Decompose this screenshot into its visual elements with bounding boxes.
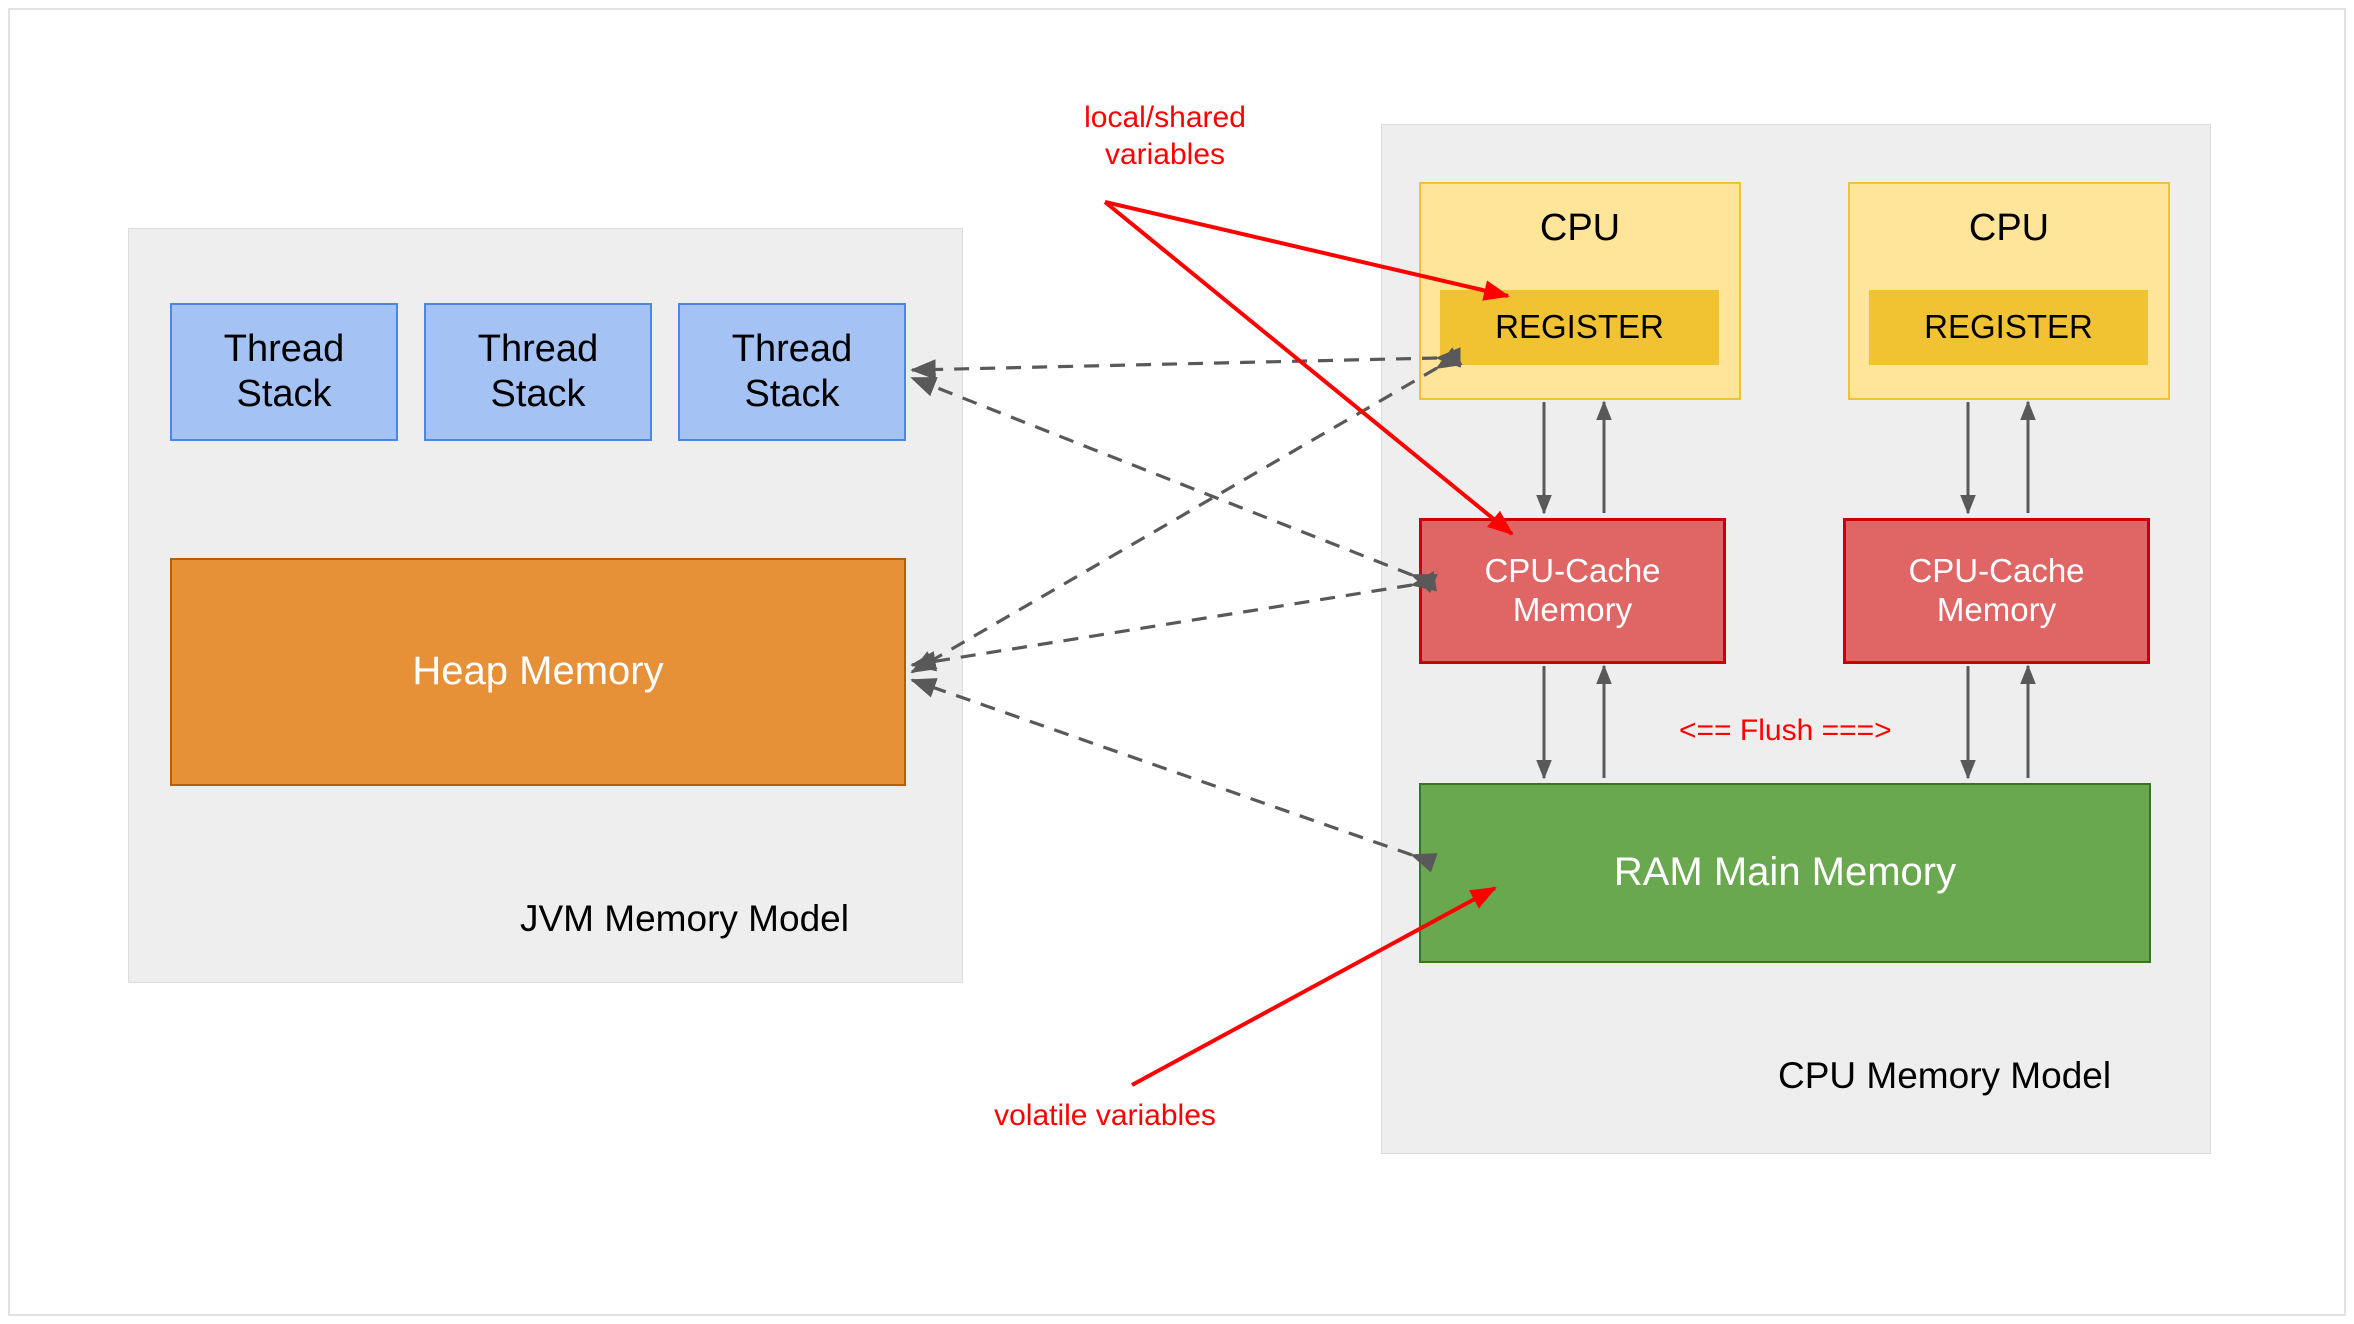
connector-thread-stack-to-register [910, 347, 1461, 380]
register-box-2[interactable]: REGISTER [1869, 290, 2148, 365]
connector-thread-stack-to-cache [910, 376, 1438, 594]
register-box-1[interactable]: REGISTER [1440, 290, 1719, 365]
flush-label: <== Flush ===> [1679, 714, 1892, 747]
heap-memory-box[interactable]: Heap Memory [170, 558, 906, 786]
connector-heap-to-ram [910, 678, 1438, 873]
jvm-panel-caption: JVM Memory Model [520, 898, 849, 939]
ram-main-memory-box[interactable]: RAM Main Memory [1419, 783, 2151, 963]
jvm-cpu-dashed-connectors [910, 347, 1463, 873]
connector-heap-to-register [910, 347, 1463, 674]
cpu-panel-caption: CPU Memory Model [1778, 1055, 2112, 1096]
volatile-variables-annotation: volatile variables [994, 1099, 1216, 1132]
connector-heap-to-cache [910, 571, 1438, 672]
